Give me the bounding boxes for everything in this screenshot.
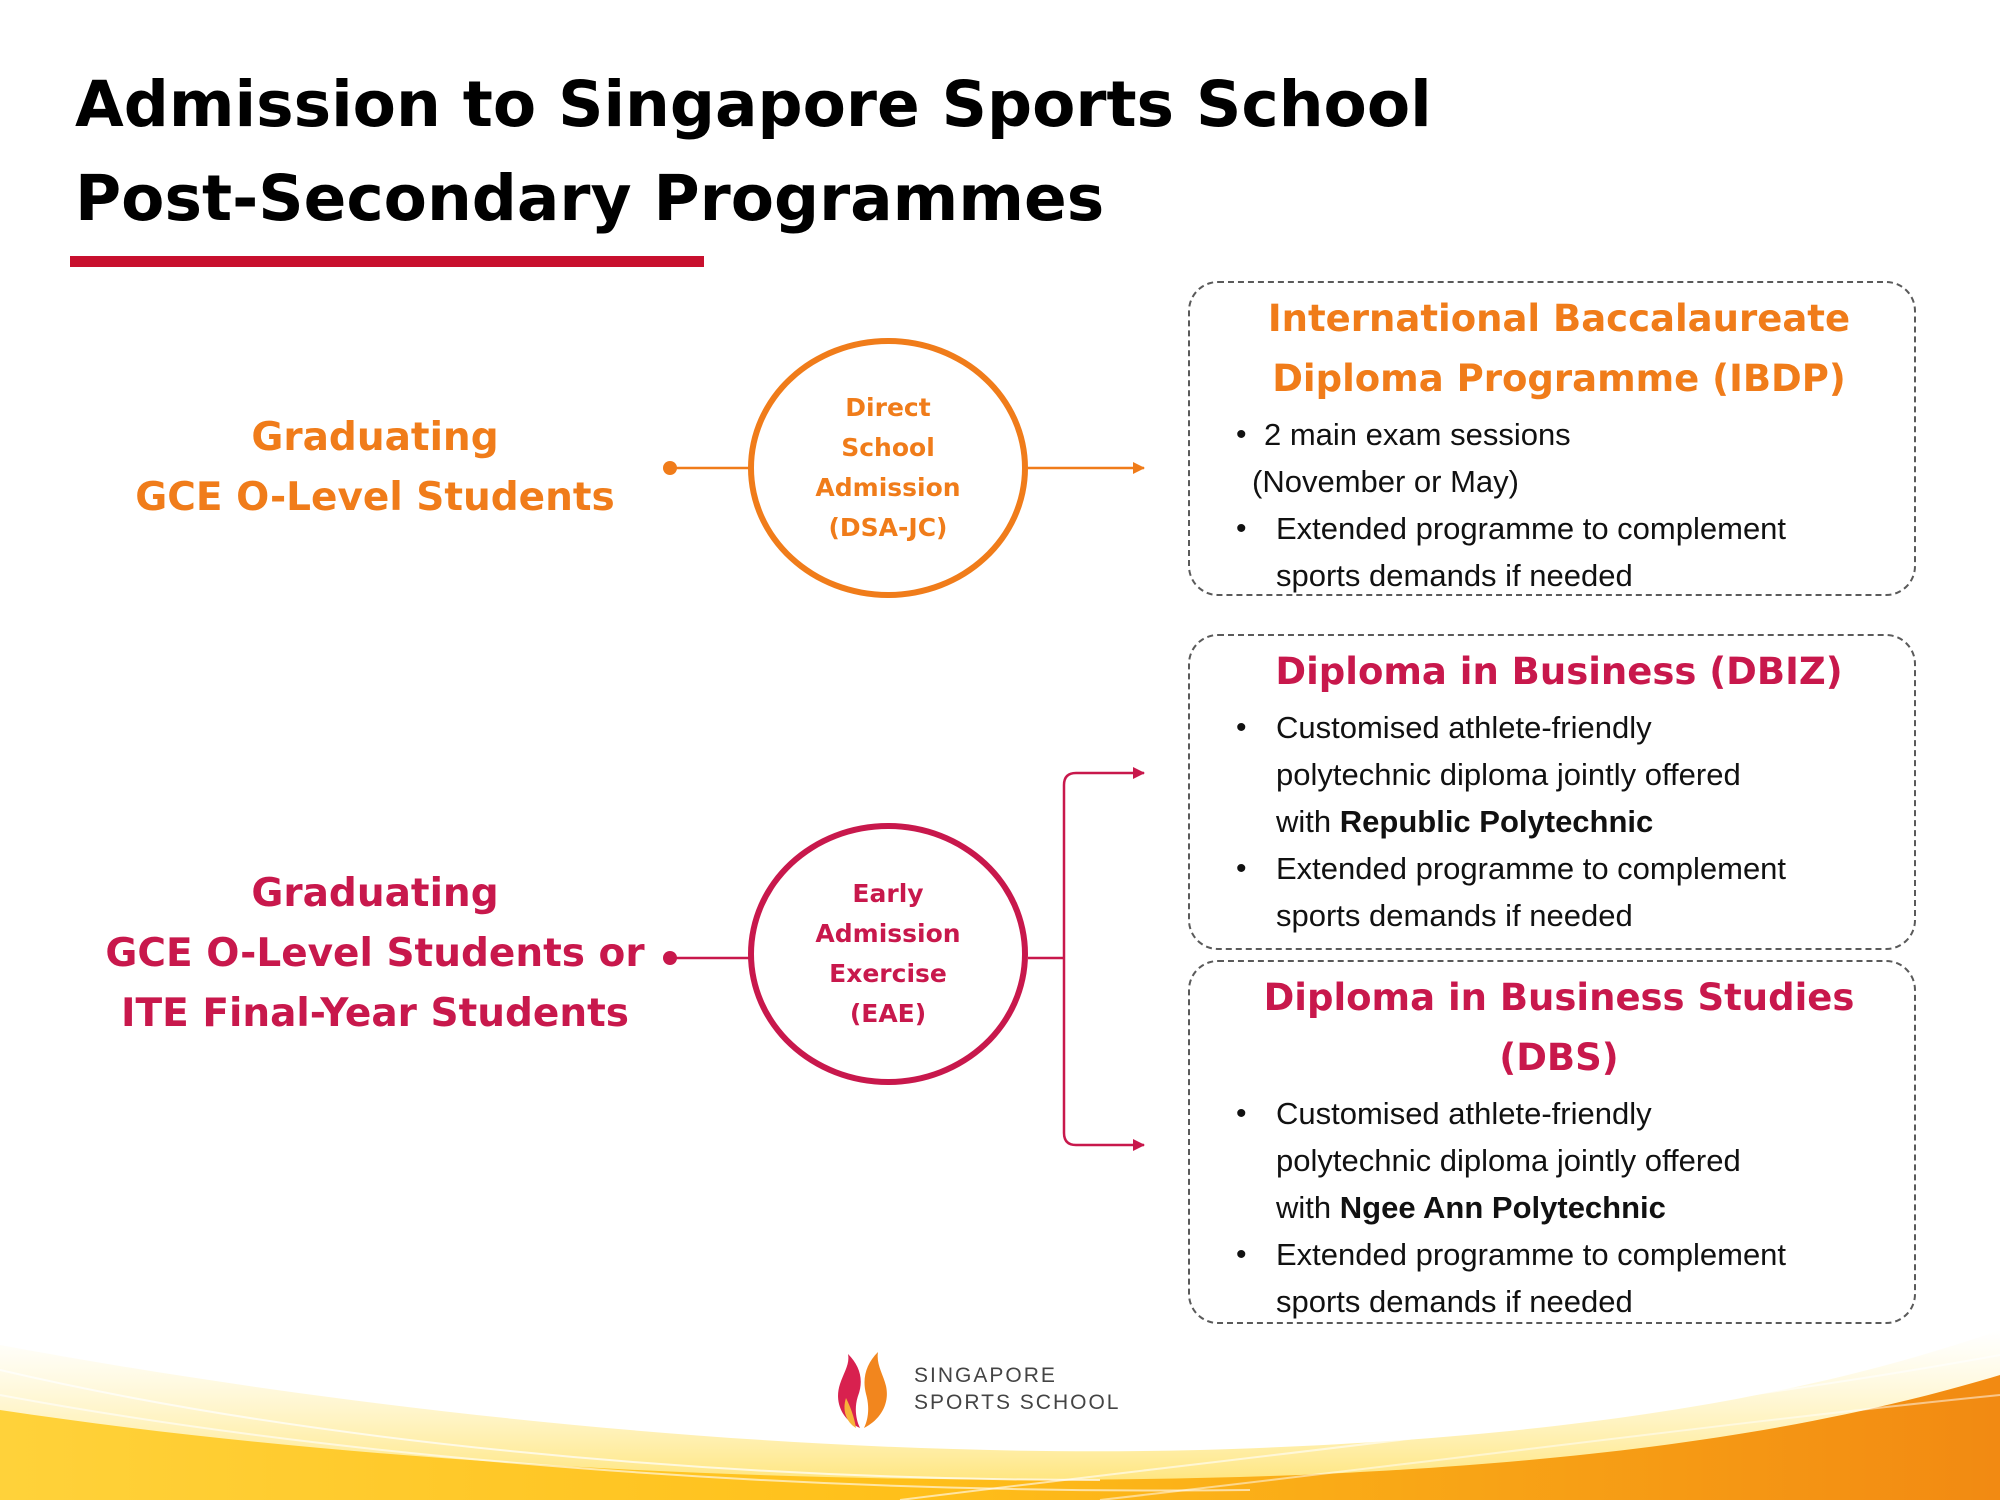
flame-logo-icon	[838, 1352, 887, 1428]
dbiz-bullet1-line2: polytechnic diploma jointly offered	[1276, 757, 1741, 792]
dsa-line3: Admission	[815, 473, 961, 502]
dbiz-bullet-athlete-friendly: Customised athlete-friendly polytechnic …	[1214, 704, 1884, 845]
logo-line1: SINGAPORE	[914, 1364, 1057, 1387]
dsa-jc-circle: Direct School Admission (DSA-JC)	[748, 338, 1028, 598]
slide-title: Admission to Singapore Sports School Pos…	[75, 58, 1575, 246]
source-olevel-ite-line1: Graduating	[251, 871, 499, 916]
dsa-line4: (DSA-JC)	[828, 513, 948, 542]
dbs-title: Diploma in Business Studies (DBS)	[1234, 968, 1884, 1088]
ibdp-box: International Baccalaureate Diploma Prog…	[1188, 281, 1916, 596]
ibdp-bullet2-line2: sports demands if needed	[1276, 558, 1633, 593]
eae-line4: (EAE)	[849, 999, 927, 1028]
dbs-bullet1-with: with	[1276, 1190, 1332, 1225]
source-olevel-students: Graduating GCE O-Level Students	[110, 408, 640, 528]
slide-title-line1: Admission to Singapore Sports School	[75, 68, 1432, 141]
eae-circle: Early Admission Exercise (EAE)	[748, 823, 1028, 1085]
source-olevel-line1: Graduating	[251, 415, 499, 460]
dbs-bullet2-line1: Extended programme to complement	[1276, 1237, 1787, 1272]
dbs-bullet1-line1: Customised athlete-friendly	[1276, 1096, 1652, 1131]
title-underline	[70, 256, 704, 267]
dbiz-box: Diploma in Business (DBIZ) Customised at…	[1188, 634, 1916, 950]
dbiz-bullet2-line2: sports demands if needed	[1276, 898, 1633, 933]
ibdp-bullets: 2 main exam sessions (November or May) E…	[1214, 411, 1884, 599]
dbs-bullet2-line2: sports demands if needed	[1276, 1284, 1633, 1319]
eae-line3: Exercise	[829, 959, 947, 988]
ibdp-bullet1-line2: (November or May)	[1252, 464, 1519, 499]
logo-line2: SPORTS SCHOOL	[914, 1391, 1121, 1414]
dbs-box: Diploma in Business Studies (DBS) Custom…	[1188, 960, 1916, 1324]
dbiz-partner-name: Republic Polytechnic	[1339, 804, 1654, 839]
dbs-title-line2: (DBS)	[1499, 1036, 1619, 1079]
dbs-bullet-extended-programme: Extended programme to complement sports …	[1214, 1231, 1884, 1325]
dbs-title-line1: Diploma in Business Studies	[1263, 976, 1855, 1019]
ibdp-bullet2-line1: Extended programme to complement	[1276, 511, 1787, 546]
ibdp-title-line2: Diploma Programme (IBDP)	[1272, 357, 1846, 400]
dsa-line2: School	[841, 433, 935, 462]
source-olevel-line2: GCE O-Level Students	[135, 475, 615, 520]
eae-line1: Early	[852, 879, 924, 908]
source-olevel-ite-students: Graduating GCE O-Level Students or ITE F…	[100, 864, 650, 1044]
eae-arrow-to-dbiz	[1062, 767, 1145, 786]
dbiz-bullets: Customised athlete-friendly polytechnic …	[1214, 704, 1884, 939]
source-olevel-ite-line2: GCE O-Level Students or	[105, 931, 645, 976]
logo-wordmark: SINGAPORE SPORTS SCHOOL	[914, 1362, 1121, 1416]
ibdp-bullet-extended-programme: Extended programme to complement sports …	[1214, 505, 1884, 599]
source-olevel-ite-line3: ITE Final-Year Students	[121, 991, 629, 1036]
ibdp-title: International Baccalaureate Diploma Prog…	[1234, 289, 1884, 409]
dbs-bullets: Customised athlete-friendly polytechnic …	[1214, 1090, 1884, 1325]
dbs-bullet-athlete-friendly: Customised athlete-friendly polytechnic …	[1214, 1090, 1884, 1231]
ibdp-title-line1: International Baccalaureate	[1267, 297, 1851, 340]
dbiz-title-line1: Diploma in Business (DBIZ)	[1275, 650, 1843, 693]
ibdp-bullet-exam-sessions: 2 main exam sessions (November or May)	[1214, 411, 1884, 505]
dsa-line1: Direct	[845, 393, 931, 422]
eae-line2: Admission	[815, 919, 961, 948]
dbs-partner-name: Ngee Ann Polytechnic	[1339, 1190, 1666, 1225]
dbiz-bullet-extended-programme: Extended programme to complement sports …	[1214, 845, 1884, 939]
eae-arrow-to-dbs	[1062, 1132, 1145, 1151]
dbiz-bullet1-with: with	[1276, 804, 1332, 839]
dbiz-title: Diploma in Business (DBIZ)	[1234, 642, 1884, 702]
ibdp-bullet1-line1: 2 main exam sessions	[1264, 417, 1571, 452]
dbs-bullet1-line3: with Ngee Ann Polytechnic	[1276, 1184, 1884, 1231]
dbiz-bullet1-line3: with Republic Polytechnic	[1276, 798, 1884, 845]
slide-title-line2: Post-Secondary Programmes	[75, 162, 1105, 235]
bottom-swoosh-decoration	[0, 1330, 2000, 1500]
eae-start-dot	[663, 951, 677, 965]
singapore-sports-school-logo: SINGAPORE SPORTS SCHOOL	[820, 1350, 1119, 1430]
dbiz-bullet2-line1: Extended programme to complement	[1276, 851, 1787, 886]
dbs-bullet1-line2: polytechnic diploma jointly offered	[1276, 1143, 1741, 1178]
dbiz-bullet1-line1: Customised athlete-friendly	[1276, 710, 1652, 745]
dsa-start-dot	[663, 461, 677, 475]
